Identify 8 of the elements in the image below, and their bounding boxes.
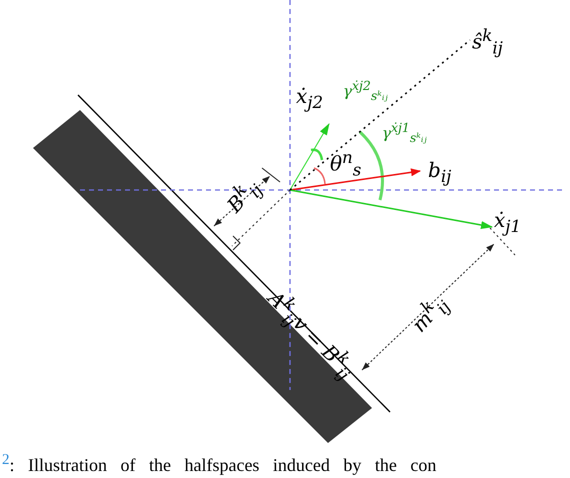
- vector-arrow: [290, 168, 421, 191]
- vector-arrow: [290, 123, 330, 190]
- vector-label: b$_{ij}$: [428, 160, 452, 186]
- vector-label: ẋ$_{j2}$: [296, 86, 324, 112]
- vector-label: ẋ$_{j1}$: [494, 210, 522, 236]
- dotted-line: [290, 39, 470, 191]
- caption: $^{2}$: Illustration of the halfspaces induced by the con: [2, 451, 436, 477]
- vector-arrow: [290, 189, 493, 229]
